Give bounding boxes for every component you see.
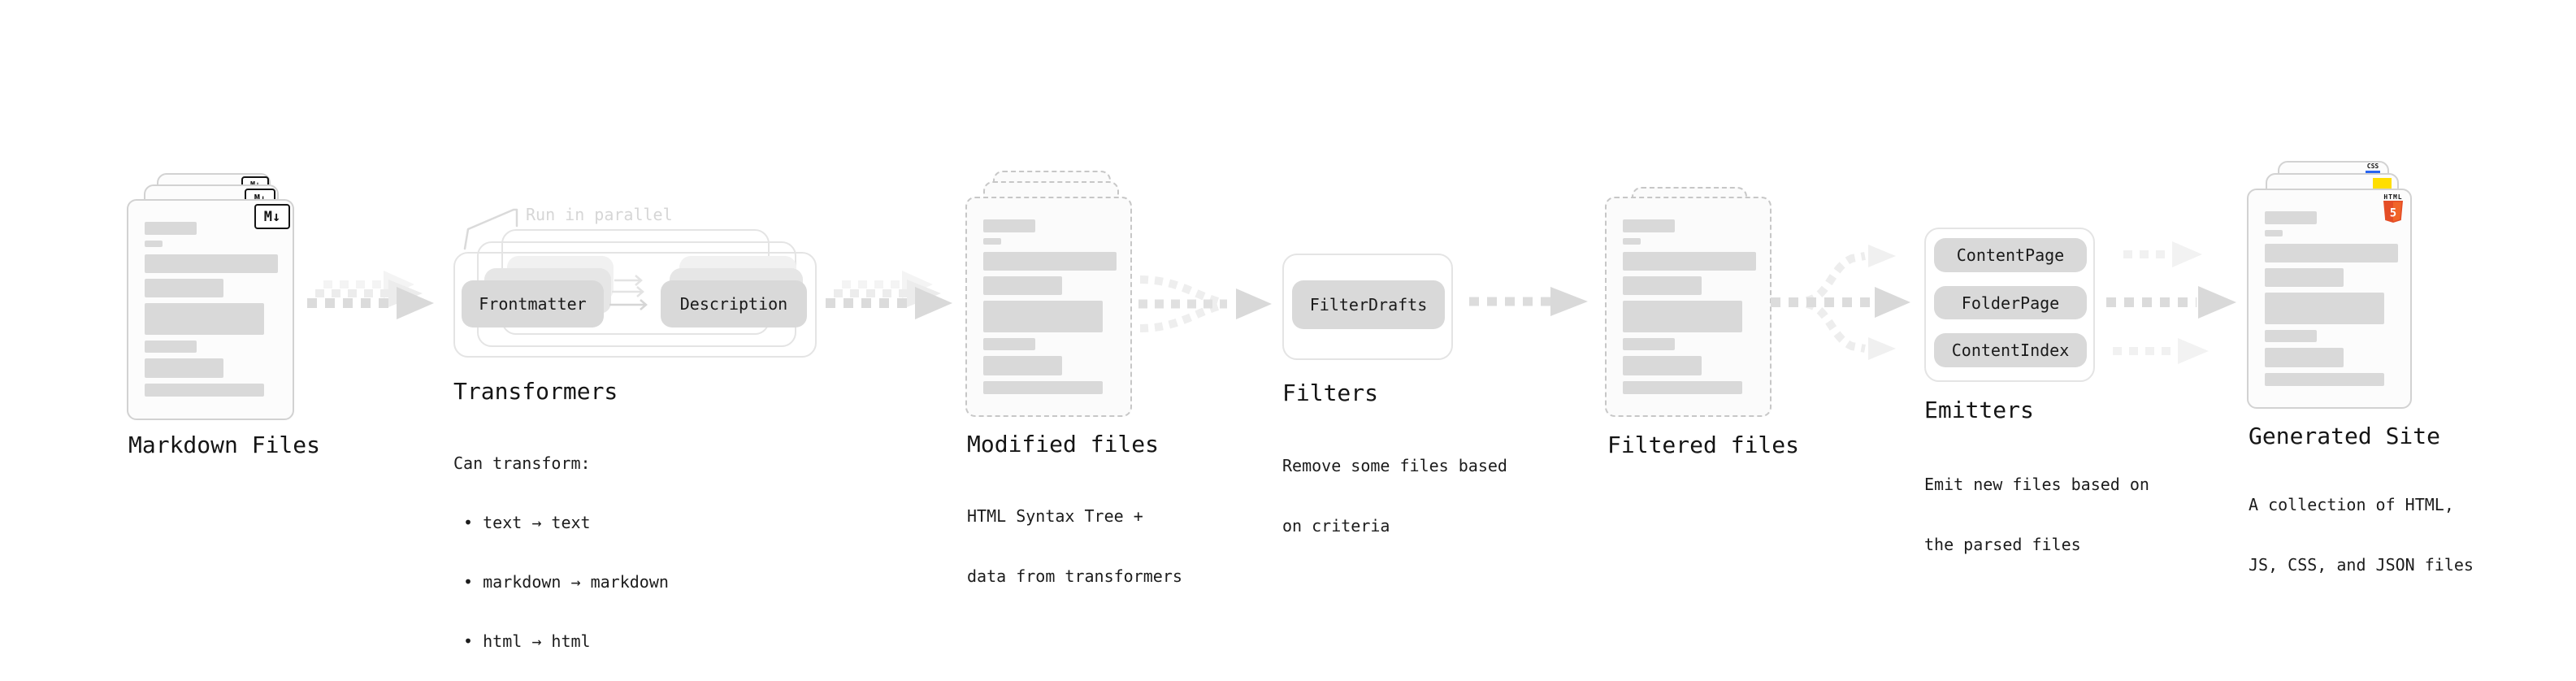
text-line-placeholder xyxy=(983,381,1103,394)
modified-files-description: HTML Syntax Tree + data from transformer… xyxy=(967,466,1182,626)
html5-icon: HTML 5 xyxy=(2382,193,2405,223)
emitter-pill-folderpage: FolderPage xyxy=(1934,286,2087,319)
text-line-placeholder xyxy=(983,338,1035,350)
description-line: A collection of HTML, xyxy=(2249,495,2454,514)
description-line: HTML Syntax Tree + xyxy=(967,506,1143,526)
emitter-pill-contentpage: ContentPage xyxy=(1934,238,2087,272)
run-in-parallel-annotation: Run in parallel xyxy=(526,205,673,224)
transformer-run-box-front xyxy=(453,252,817,358)
text-line-placeholder xyxy=(1623,356,1702,375)
text-line-placeholder xyxy=(983,356,1062,375)
text-line-placeholder xyxy=(145,303,264,335)
filter-pill-filterdrafts: FilterDrafts xyxy=(1292,280,1445,329)
branch-dashed-arrow xyxy=(1771,245,1910,360)
description-line: • markdown → markdown xyxy=(453,572,669,592)
markdown-file-card xyxy=(127,199,294,420)
document-text-skeleton xyxy=(1623,219,1756,394)
description-line: JS, CSS, and JSON files xyxy=(2249,555,2474,575)
description-line: the parsed files xyxy=(1924,535,2081,554)
text-line-placeholder xyxy=(145,340,197,353)
text-line-placeholder xyxy=(1623,338,1675,350)
text-line-placeholder xyxy=(1623,238,1641,245)
text-line-placeholder xyxy=(983,252,1117,271)
description-line: on criteria xyxy=(1282,516,1390,536)
text-line-placeholder xyxy=(983,276,1062,295)
emitters-label: Emitters xyxy=(1924,397,2034,423)
transformer-pill-frontmatter: Frontmatter xyxy=(462,280,604,327)
text-line-placeholder xyxy=(1623,276,1702,295)
markdown-icon: M↓ xyxy=(254,204,290,229)
triple-dashed-arrow xyxy=(2106,241,2236,364)
text-line-placeholder xyxy=(2265,293,2384,324)
js-icon xyxy=(2373,178,2392,189)
filters-box xyxy=(1282,254,1453,360)
text-line-placeholder xyxy=(983,301,1103,332)
document-text-skeleton xyxy=(2265,211,2398,386)
document-text-skeleton xyxy=(145,222,278,397)
html5-icon-label: HTML xyxy=(2383,193,2403,201)
text-line-placeholder xyxy=(1623,252,1756,271)
document-text-skeleton xyxy=(983,219,1117,394)
dashed-arrow-stacked xyxy=(307,271,434,319)
annotation-callout-line xyxy=(463,208,518,250)
text-line-placeholder xyxy=(2265,268,2344,287)
text-line-placeholder xyxy=(1623,381,1742,394)
text-line-placeholder xyxy=(145,358,223,378)
dashed-arrow-stacked xyxy=(826,271,952,319)
text-line-placeholder xyxy=(145,222,197,235)
text-line-placeholder xyxy=(145,279,223,297)
generated-site-label: Generated Site xyxy=(2249,423,2441,449)
html5-icon-number: 5 xyxy=(2390,207,2396,220)
parallel-flow-arrows-icon xyxy=(609,275,648,310)
transformers-description: Can transform: • text → text • markdown … xyxy=(453,414,669,681)
text-line-placeholder xyxy=(983,219,1035,232)
description-line: • html → html xyxy=(453,631,591,651)
generated-file-card-html xyxy=(2247,189,2412,409)
merge-dashed-arrow xyxy=(1138,275,1272,332)
emitters-box xyxy=(1924,228,2095,382)
text-line-placeholder xyxy=(2265,330,2317,342)
modified-files-label: Modified files xyxy=(967,431,1160,458)
transformers-label: Transformers xyxy=(453,378,618,405)
text-line-placeholder xyxy=(145,254,278,273)
description-line: data from transformers xyxy=(967,566,1182,586)
text-line-placeholder xyxy=(2265,373,2384,386)
css-icon-label: CSS xyxy=(2366,163,2379,170)
css-icon: CSS xyxy=(2364,163,2382,174)
text-line-placeholder xyxy=(2265,348,2344,367)
transformer-pill-description: Description xyxy=(661,280,807,327)
text-line-placeholder xyxy=(145,241,163,247)
text-line-placeholder xyxy=(2265,244,2398,262)
description-line: Emit new files based on xyxy=(1924,475,2149,494)
text-line-placeholder xyxy=(983,238,1001,245)
description-line: • text → text xyxy=(453,513,591,532)
text-line-placeholder xyxy=(2265,211,2317,224)
text-line-placeholder xyxy=(1623,301,1742,332)
modified-file-card xyxy=(965,197,1132,417)
markdown-files-label: Markdown Files xyxy=(128,432,321,458)
emitters-description: Emit new files based on the parsed files xyxy=(1924,435,2149,594)
filters-label: Filters xyxy=(1282,380,1379,406)
dashed-arrow xyxy=(1469,287,1588,316)
emitter-pill-contentindex: ContentIndex xyxy=(1934,333,2087,367)
filtered-file-card xyxy=(1605,197,1772,417)
generated-site-description: A collection of HTML, JS, CSS, and JSON … xyxy=(2249,455,2474,614)
text-line-placeholder xyxy=(2265,230,2283,236)
text-line-placeholder xyxy=(1623,219,1675,232)
description-line: Can transform: xyxy=(453,453,591,473)
text-line-placeholder xyxy=(145,384,264,397)
description-line: Remove some files based xyxy=(1282,456,1507,475)
css-icon-bar xyxy=(2366,171,2380,174)
filters-description: Remove some files based on criteria xyxy=(1282,416,1507,575)
filtered-files-label: Filtered files xyxy=(1607,432,1800,458)
